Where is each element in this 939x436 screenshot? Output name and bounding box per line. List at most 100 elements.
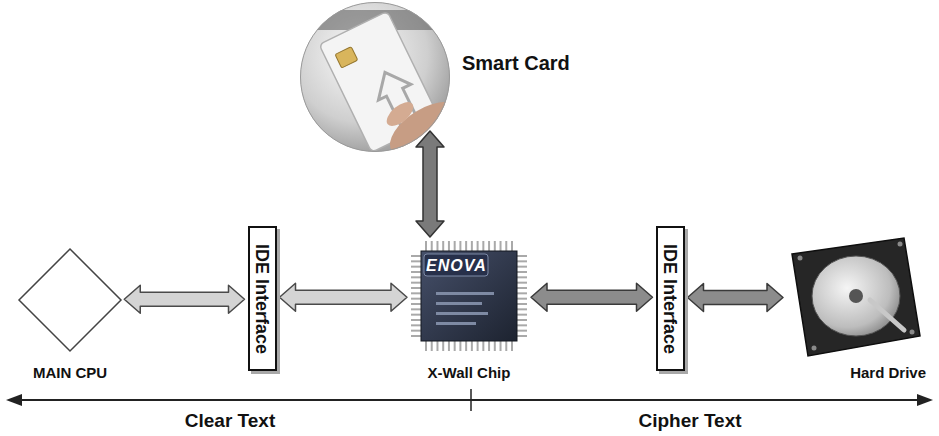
chip-pin [411, 324, 422, 326]
chip-pin [411, 308, 422, 310]
span-arrowhead [917, 394, 933, 406]
chip-pin [431, 340, 433, 351]
chip-pin [516, 330, 527, 332]
chip-body [421, 251, 517, 341]
interface-box: IDE Interface [248, 226, 277, 371]
chip-pin [425, 241, 427, 252]
chip-pin [411, 271, 422, 273]
label-slot: Cipher Text [638, 410, 741, 432]
text-slot: IDE Interface [252, 243, 273, 353]
chip-pin [411, 260, 422, 262]
chip-pin [505, 340, 507, 351]
chip-pin [494, 340, 496, 351]
section-label: Clear Text [185, 410, 275, 432]
chip-pin [516, 287, 527, 289]
chip-pin [459, 241, 461, 252]
chip-pin [411, 287, 422, 289]
node-illustration [410, 240, 528, 352]
chip-pin [411, 276, 422, 278]
drive-screw [812, 346, 817, 351]
node-label: MAIN CPU [33, 364, 107, 381]
chip-pin [516, 271, 527, 273]
chip-pin [411, 330, 422, 332]
chip-pin [411, 298, 422, 300]
chip-pin [442, 340, 444, 351]
chip-marking [436, 312, 488, 315]
card-contact-chip [335, 47, 358, 68]
node-label: X-Wall Chip [428, 364, 511, 381]
block-arrow [280, 283, 408, 311]
node-label: Hard Drive [850, 364, 926, 381]
chip-pin [459, 340, 461, 351]
chip-pin [516, 260, 527, 262]
text-slot: X-Wall Chip [428, 364, 511, 381]
chip-pin [482, 241, 484, 252]
chip-pin [494, 241, 496, 252]
chip-pin [411, 266, 422, 268]
smart-card-photo: Smart Card [300, 2, 450, 152]
drive-head-arm [870, 300, 904, 330]
cpu-diamond [19, 249, 121, 351]
chip-pin [411, 282, 422, 284]
photo-rim [301, 3, 450, 152]
chip-pin [516, 319, 527, 321]
chip-pin [511, 241, 513, 252]
chip-marking [436, 292, 494, 295]
interface-label: IDE Interface [252, 243, 273, 353]
interface-box: IDE Interface [656, 226, 685, 371]
chip-pin [465, 340, 467, 351]
chip-pin [516, 314, 527, 316]
text-slot: Hard Drive [850, 364, 926, 381]
node-illustration [18, 248, 122, 352]
cpu-node: MAIN CPU [18, 248, 122, 352]
chip-pin [516, 282, 527, 284]
chip-pin [411, 335, 422, 337]
node-illustration [300, 2, 450, 152]
drive-screw [798, 256, 803, 261]
block-arrow [416, 131, 444, 237]
label-slot: Clear Text [185, 410, 275, 432]
chip-pin [411, 303, 422, 305]
interface-label: IDE Interface [660, 243, 681, 353]
drive-screw [898, 242, 903, 247]
chip-marking [436, 322, 476, 325]
chip-node: X-Wall Chip [410, 240, 528, 352]
chip-pin [477, 340, 479, 351]
chip-pin [436, 241, 438, 252]
chip-pin [471, 340, 473, 351]
chip-pin [482, 340, 484, 351]
node-label: Smart Card [462, 52, 570, 75]
chip-pin [411, 292, 422, 294]
label-slot: ENOVA [426, 257, 487, 275]
span-arrowhead [6, 394, 22, 406]
drive-screw [910, 330, 915, 335]
chip-pin [448, 340, 450, 351]
chip-pin [516, 298, 527, 300]
chip-pin [516, 308, 527, 310]
drive-spindle [849, 289, 863, 303]
chip-pin [516, 276, 527, 278]
text-slot: Smart Card [462, 52, 570, 75]
chip-pin [516, 335, 527, 337]
text-slot: MAIN CPU [33, 364, 107, 381]
drive-platter [812, 256, 900, 336]
block-arrow [531, 283, 653, 311]
chip-pin [505, 241, 507, 252]
chip-pin [442, 241, 444, 252]
chip-pin [471, 241, 473, 252]
text-slot: IDE Interface [660, 243, 681, 353]
chip-pin [516, 255, 527, 257]
span-line [18, 399, 921, 401]
chip-pin [516, 266, 527, 268]
chip-pin [516, 303, 527, 305]
chip-logo-box [424, 254, 488, 276]
chip-pin [500, 340, 502, 351]
chip-marking [436, 302, 482, 305]
chip-pin [500, 241, 502, 252]
node-illustration [786, 234, 926, 359]
chip-pin [488, 340, 490, 351]
chip-pin [425, 340, 427, 351]
chip-pin [454, 241, 456, 252]
